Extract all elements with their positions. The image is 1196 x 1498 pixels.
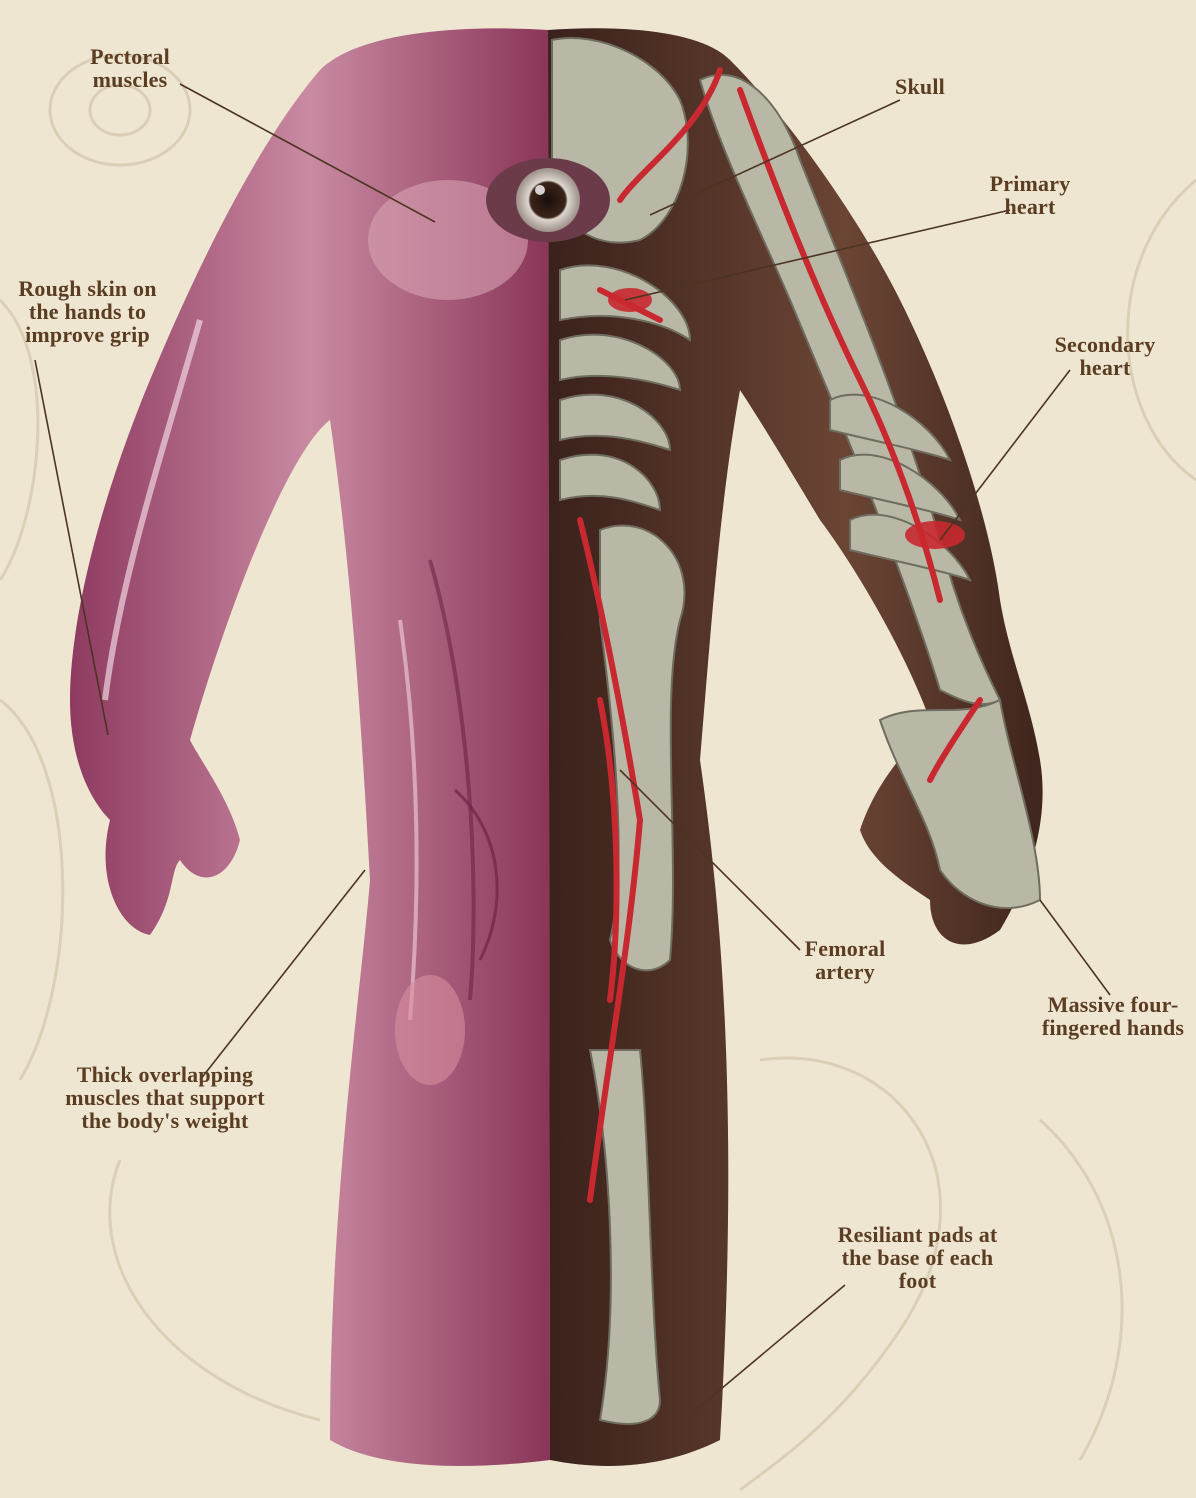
label-primary-heart: Primary heart [965, 172, 1095, 218]
label-secondary-heart: Secondary heart [1030, 333, 1180, 379]
label-pectoral-muscles: Pectoral muscles [60, 45, 200, 91]
label-skull: Skull [870, 75, 970, 98]
label-thick-muscles: Thick overlapping muscles that support t… [40, 1063, 290, 1132]
label-resiliant-pads: Resiliant pads at the base of each foot [815, 1223, 1020, 1292]
leader-massive-hands [1040, 900, 1110, 995]
label-rough-skin: Rough skin on the hands to improve grip [0, 277, 175, 346]
muscle-half [70, 28, 550, 1466]
label-femoral-artery: Femoral artery [775, 937, 915, 983]
leader-thick-muscles [200, 870, 365, 1080]
label-massive-hands: Massive four- fingered hands [1030, 993, 1196, 1039]
eye-icon [486, 158, 610, 242]
